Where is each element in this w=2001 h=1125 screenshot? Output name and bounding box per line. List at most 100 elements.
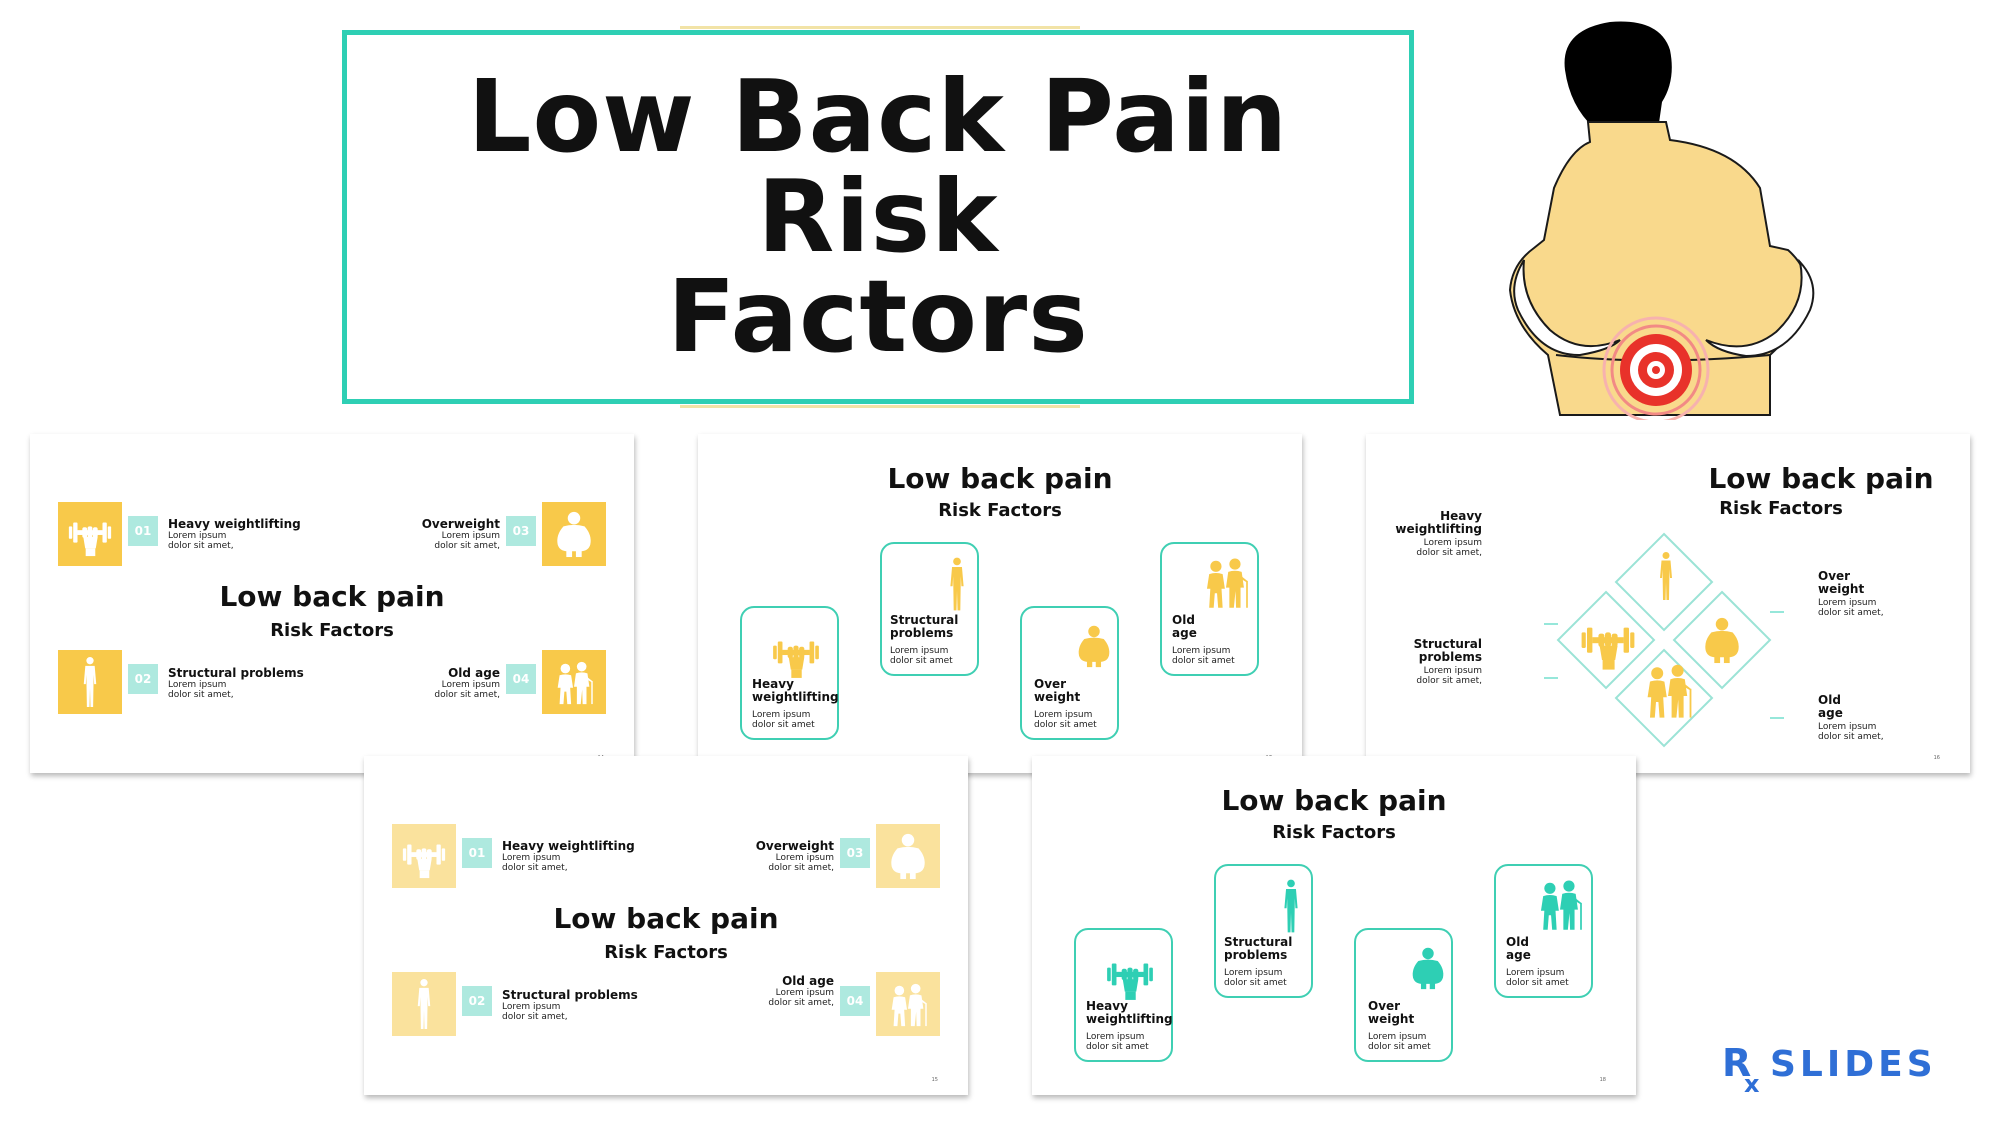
factor-desc: Lorem ipsum dolor sit amet, [168, 680, 234, 700]
factor-label: Old age [1172, 613, 1197, 640]
slide-thumbnail-18[interactable]: Low back pain Risk Factors Heavy weightl… [1032, 756, 1636, 1095]
page-number: 15 [931, 1077, 938, 1083]
obese-person-icon [1406, 938, 1450, 998]
factor-icon-tile [392, 972, 456, 1036]
back-pain-illustration [1508, 21, 1815, 420]
standing-person-icon [1656, 546, 1676, 606]
main-title-box: Low Back Pain Risk Factors [342, 30, 1414, 404]
title-accent-bottom [680, 405, 1080, 408]
slide-title: Low back pain [1708, 462, 1934, 495]
elderly-couple-icon [550, 658, 598, 706]
factor-card: Heavy weightlifting Lorem ipsum dolor si… [740, 606, 839, 740]
factor-desc: Lorem ipsum dolor sit amet, [1818, 598, 1884, 618]
factor-label: Old age [782, 974, 834, 988]
factor-card: Structural problems Lorem ipsum dolor si… [880, 542, 979, 676]
slide-subtitle: Risk Factors [1719, 498, 1843, 519]
factor-icon-tile [542, 650, 606, 714]
dumbbell-icon [400, 832, 448, 880]
factor-card: Old age Lorem ipsum dolor sit amet [1160, 542, 1259, 676]
factor-label: Structural problems [890, 613, 959, 640]
standing-person-icon [74, 656, 106, 708]
dumbbell-icon [1578, 612, 1638, 672]
factor-label: Heavy weightlifting [1086, 999, 1173, 1026]
factor-desc: Lorem ipsum dolor sit amet, [1416, 538, 1482, 558]
slide-subtitle: Risk Factors [270, 620, 394, 641]
factor-desc: Lorem ipsum dolor sit amet, [502, 853, 568, 873]
factor-desc: Lorem ipsum dolor sit amet [1506, 968, 1569, 988]
page-number: 18 [1599, 1077, 1606, 1083]
factor-number: 04 [840, 986, 870, 1016]
factor-icon-tile [58, 650, 122, 714]
factor-desc: Lorem ipsum dolor sit amet, [768, 988, 834, 1008]
slide-title: Low back pain [553, 902, 779, 935]
slide-subtitle: Risk Factors [1272, 822, 1396, 843]
factor-icon-tile [876, 972, 940, 1036]
factor-desc: Lorem ipsum dolor sit amet, [168, 531, 234, 551]
factor-label: Old age [448, 666, 500, 680]
elderly-couple-icon [884, 980, 932, 1028]
standing-person-icon [946, 554, 968, 614]
factor-icon-tile [876, 824, 940, 888]
factor-desc: Lorem ipsum dolor sit amet [1368, 1032, 1431, 1052]
logo-x: x [1744, 1070, 1760, 1096]
elderly-couple-icon [1638, 660, 1698, 720]
elderly-couple-icon [1198, 554, 1254, 610]
factor-label: Over weight [1818, 569, 1865, 596]
slide-thumbnail-15[interactable]: Low back pain Risk Factors 01 Heavy weig… [364, 756, 968, 1095]
factor-label: Old age [1506, 935, 1531, 962]
main-title-line1: Low Back Pain Risk [467, 58, 1289, 275]
factor-number: 03 [506, 516, 536, 546]
obese-person-icon [1698, 610, 1746, 670]
factor-label: Old age [1818, 693, 1843, 720]
factor-label: Overweight [755, 839, 834, 853]
dumbbell-icon [66, 510, 114, 558]
title-accent-top [680, 26, 1080, 29]
factor-label: Heavy weightlifting [1395, 509, 1482, 536]
slide-thumbnail-14[interactable]: Low back pain Risk Factors 01 Heavy weig… [30, 434, 634, 773]
factor-desc: Lorem ipsum dolor sit amet [890, 646, 953, 666]
page-number: 16 [1933, 755, 1940, 761]
diamond-diagram [1544, 532, 1784, 748]
logo-rx: R [1722, 1041, 1751, 1085]
pain-target-icon [1602, 316, 1710, 420]
factor-desc: Lorem ipsum dolor sit amet [1224, 968, 1287, 988]
dumbbell-icon [1104, 950, 1156, 1002]
factor-desc: Lorem ipsum dolor sit amet [752, 710, 815, 730]
factor-label: Heavy weightlifting [752, 677, 839, 704]
factor-icon-tile [392, 824, 456, 888]
factor-number: 03 [840, 838, 870, 868]
factor-number: 04 [506, 664, 536, 694]
factor-icon-tile [542, 502, 606, 566]
factor-icon-tile [58, 502, 122, 566]
slide-subtitle: Risk Factors [938, 500, 1062, 521]
factor-label: Structural problems [502, 988, 638, 1002]
factor-card: Heavy weightlifting Lorem ipsum dolor si… [1074, 928, 1173, 1062]
rxslides-logo: R x SLIDES [1722, 1040, 1972, 1096]
dumbbell-icon [770, 628, 822, 680]
obese-person-icon [1072, 616, 1116, 676]
factor-number: 02 [462, 986, 492, 1016]
slide-thumbnail-17[interactable]: Low back pain Risk Factors Heavy weightl… [698, 434, 1302, 773]
slide-title: Low back pain [219, 580, 445, 613]
factor-number: 01 [128, 516, 158, 546]
factor-label: Heavy weightlifting [168, 517, 301, 531]
rxslides-logo-mark: R x SLIDES [1722, 1041, 1937, 1096]
factor-label: Heavy weightlifting [502, 839, 635, 853]
factor-card: Over weight Lorem ipsum dolor sit amet [1354, 928, 1453, 1062]
obese-person-icon [884, 832, 932, 880]
factor-desc: Lorem ipsum dolor sit amet, [502, 1002, 568, 1022]
elderly-couple-icon [1532, 876, 1588, 932]
factor-label: Structural problems [168, 666, 304, 680]
standing-person-icon [1280, 876, 1302, 936]
factor-desc: Lorem ipsum dolor sit amet, [1818, 722, 1884, 742]
factor-desc: Lorem ipsum dolor sit amet, [434, 531, 500, 551]
logo-slides: SLIDES [1770, 1044, 1937, 1085]
slide-title: Low back pain [887, 462, 1113, 495]
main-title: Low Back Pain Risk Factors [347, 67, 1409, 367]
slide-thumbnail-16[interactable]: Low back pain Risk Factors Heavy weightl… [1366, 434, 1970, 773]
factor-label: Over weight [1368, 999, 1415, 1026]
factor-number: 02 [128, 664, 158, 694]
obese-person-icon [550, 510, 598, 558]
factor-label: Over weight [1034, 677, 1081, 704]
factor-desc: Lorem ipsum dolor sit amet, [434, 680, 500, 700]
